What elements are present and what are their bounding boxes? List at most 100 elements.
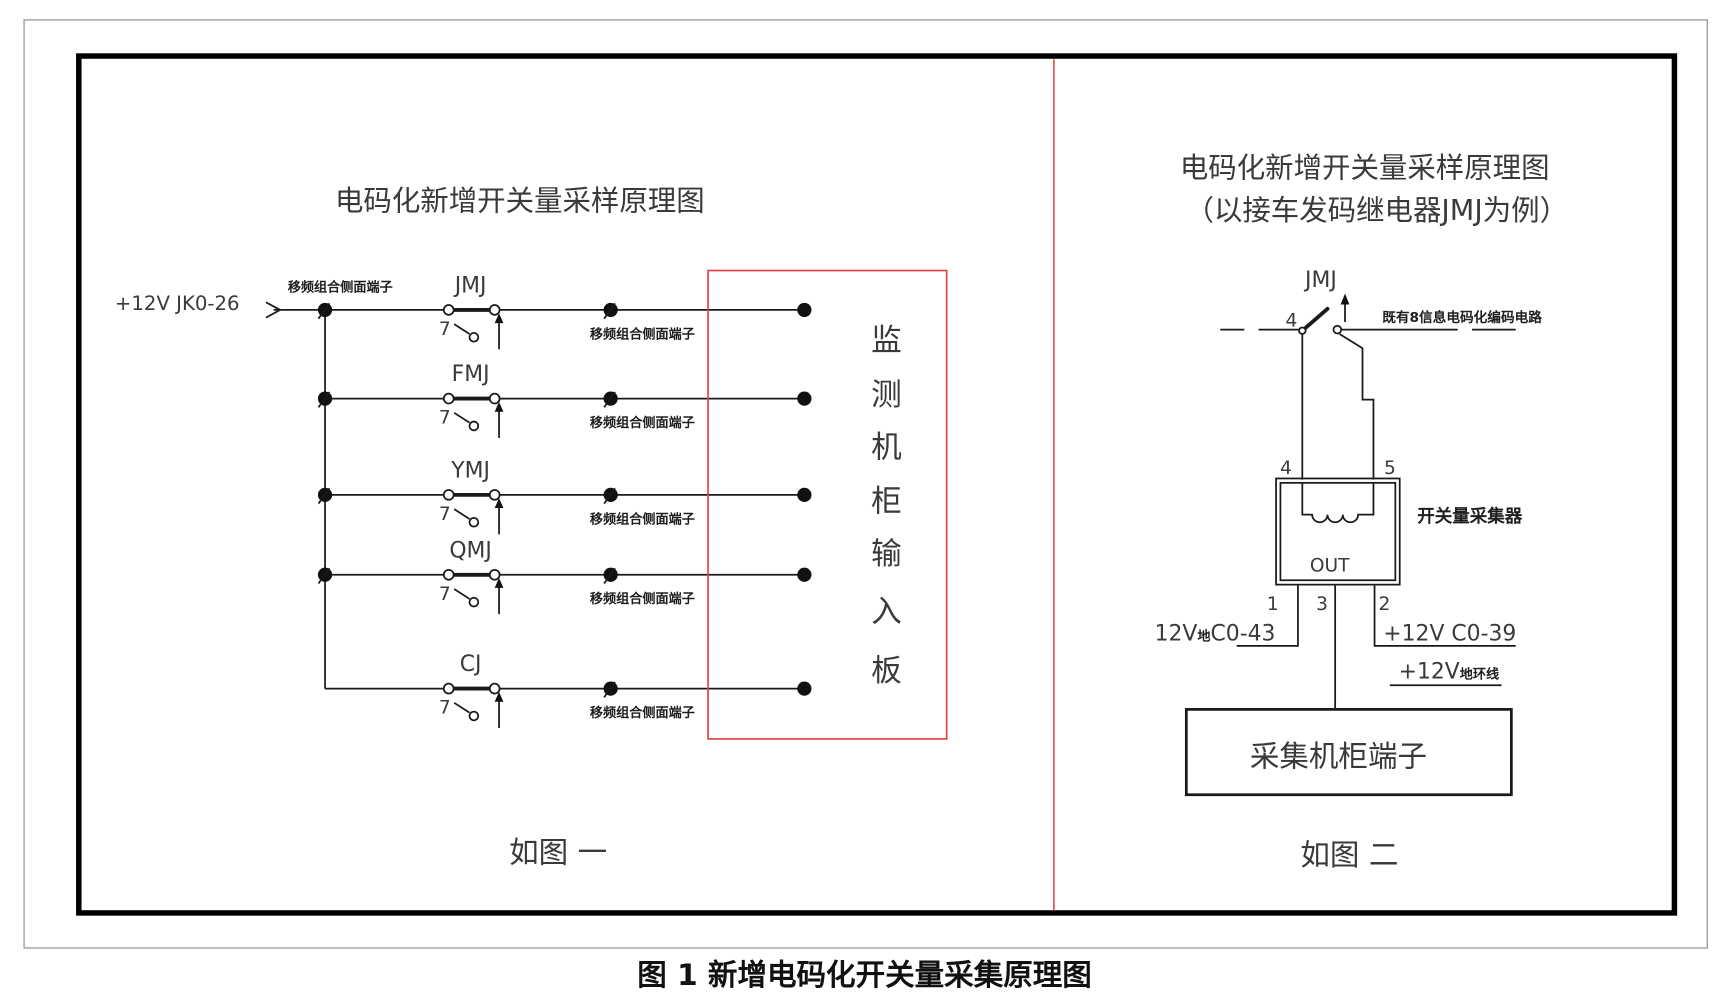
bus-node-tick [317,302,331,320]
terminal-label: 移频组合侧面端子 [590,704,695,721]
monitor-board-char: 测 [871,378,902,413]
terminal-node-tick [603,302,616,320]
bus-node [317,487,333,505]
collector-pin-label: 3 [1316,594,1328,615]
relay-arrow-head [494,401,504,412]
right-figure-label: 如图 二 [1300,838,1398,872]
terminal-label: 移频组合侧面端子 [288,278,393,295]
relay-name: JMJ [453,273,487,298]
contact-number: 7 [439,319,451,340]
contact-back [468,332,480,343]
relay-name: QMJ [449,538,492,563]
contact-heel [442,489,455,501]
left-panel-title: 电码化新增开关量采样原理图 [335,184,705,217]
pin1-wire [1236,584,1299,647]
collector-label: 开关量采集器 [1417,506,1522,527]
collector-coil [1301,482,1375,524]
collector-output-label: OUT [1310,555,1350,576]
collector-pin-label: 4 [1280,458,1292,479]
collector-pin-label: 1 [1267,594,1279,615]
terminal-node-tick [603,487,616,505]
collector-box-outer [1275,477,1401,586]
left-figure-label: 如图 一 [509,836,607,870]
board-input-node [797,681,812,696]
pin1-wire-label-part: C0-43 [1211,621,1276,646]
collector-pin-label: 2 [1378,594,1390,615]
existing-circuit-label: 既有8信息电码化编码电路 [1382,309,1542,326]
contact-back [468,710,480,722]
contact-back [468,596,480,608]
terminal-node [603,391,618,408]
monitor-board-char: 入 [871,595,902,630]
relay-row-qmj: QMJ 7 移频组合侧面端子 [317,538,812,615]
monitor-board-char: 监 [871,323,902,358]
collector-input-wire-right [1339,333,1375,480]
right-panel-title: 电码化新增开关量采样原理图 [1180,152,1550,185]
contact-number: 7 [439,504,451,525]
monitor-board-box [707,269,948,740]
collector-pin-label: 5 [1384,458,1396,479]
board-input-node [797,567,812,582]
contact-heel [442,392,455,405]
contact-back [468,420,480,432]
terminal-node [603,302,618,320]
outer-frame [23,19,1708,949]
contact-arm [453,508,470,520]
relay-arrow-head [494,578,504,588]
contact-arm [453,323,470,335]
bus-node [317,391,333,408]
monitor-board-char: 板 [871,654,902,689]
contact-arm [453,702,470,714]
contact-front [488,568,501,581]
pin1-wire-label-part: 地 [1197,627,1210,644]
contact-front [488,304,501,316]
relay-moving-contact [1300,306,1330,333]
contact-number: 7 [439,584,451,605]
terminal-node-tick [603,681,616,698]
contact-heel [442,568,455,581]
contact-heel [1298,326,1307,335]
contact-number: 7 [439,408,451,429]
terminal-label: 移频组合侧面端子 [590,414,695,431]
contact-front [488,682,501,695]
contact-front [488,489,501,501]
relay-name: YMJ [450,458,490,483]
terminal-label: 移频组合侧面端子 [590,510,695,527]
monitor-board-char: 柜 [871,484,902,519]
contact-arm [453,588,470,600]
pin2-wire-label: +12V C0-39 [1383,621,1516,646]
terminal-node-tick [603,391,616,408]
contact-front [488,392,501,405]
relay-name: JMJ [1303,268,1337,293]
bus-node-tick [317,391,331,408]
terminal-label: 移频组合侧面端子 [590,590,695,607]
loop-wire-label-part: +12V [1399,660,1460,685]
board-input-node [797,391,812,406]
monitor-board-label: 监 测 机 柜 输 入 板 [871,323,902,689]
contact-number: 4 [1285,310,1297,331]
contact-heel [442,304,455,316]
monitor-board-char: 输 [871,537,902,572]
terminal-box [1184,708,1513,797]
supply-label: +12V JK0-26 [115,292,240,315]
bus-node-tick [317,567,331,585]
relay-arrow-head [494,313,504,324]
terminal-label: 移频组合侧面端子 [590,325,695,342]
contact-front [1332,324,1343,335]
relay-arrow-head [1340,293,1350,305]
relay-arrow-head [494,498,504,509]
relay-arrow-head [494,691,504,702]
monitor-board-char: 机 [871,431,902,466]
pin2-wire [1373,584,1516,647]
pin1-wire-label-part: 12V [1155,621,1198,646]
bus-node [317,567,333,585]
relay-row-ymj: YMJ 7 移频组合侧面端子 [317,458,812,535]
contact-arm [453,412,470,424]
pin1-wire-label: 12V地C0-43 [1155,621,1276,646]
bus-node [317,302,333,320]
